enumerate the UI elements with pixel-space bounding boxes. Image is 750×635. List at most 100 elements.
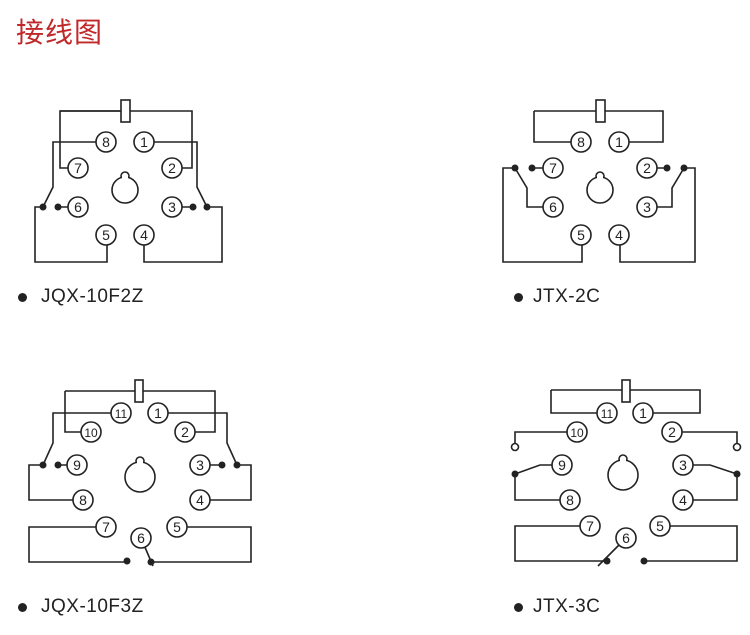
pin-circle bbox=[608, 224, 630, 246]
pin-circle bbox=[67, 157, 89, 179]
pin-number: 3 bbox=[196, 457, 204, 473]
wire bbox=[647, 167, 685, 208]
pin-number: 5 bbox=[102, 227, 110, 243]
pin-circle bbox=[174, 421, 196, 443]
pin-circle bbox=[189, 454, 211, 476]
pin-number: 4 bbox=[679, 492, 687, 508]
pin-number: 7 bbox=[74, 160, 82, 176]
pin-circle bbox=[130, 527, 152, 549]
pin-circle bbox=[542, 196, 564, 218]
pin-circle bbox=[636, 196, 658, 218]
pin-circle bbox=[636, 157, 658, 179]
pin-number: 2 bbox=[643, 160, 651, 176]
pin-circle bbox=[542, 157, 564, 179]
pin-number: 7 bbox=[102, 519, 110, 535]
key-notch-mask bbox=[137, 460, 143, 464]
contact-dot bbox=[603, 557, 611, 565]
pin-number: 1 bbox=[615, 134, 623, 150]
pin-circle bbox=[66, 454, 88, 476]
wire bbox=[151, 526, 252, 563]
pin-number: 7 bbox=[549, 160, 557, 176]
pin-circle bbox=[649, 515, 671, 537]
contact-dot bbox=[511, 470, 519, 478]
page-title: 接线图 bbox=[16, 16, 104, 49]
pin-number: 7 bbox=[586, 518, 594, 534]
pin-circle bbox=[632, 402, 654, 424]
wire bbox=[42, 141, 106, 208]
diagram-label-jtx-3c: JTX-3C bbox=[533, 596, 601, 617]
center-key-icon bbox=[124, 461, 156, 493]
wire bbox=[644, 525, 738, 562]
pin-number: 6 bbox=[137, 530, 145, 546]
coil-icon bbox=[134, 379, 144, 403]
diagram-label-jtx-2c: JTX-2C bbox=[533, 286, 601, 307]
pin-number: 11 bbox=[601, 407, 614, 421]
wire bbox=[514, 474, 570, 501]
wire bbox=[533, 111, 581, 143]
pin-number: 3 bbox=[168, 199, 176, 215]
center-key-icon bbox=[586, 176, 614, 204]
pin-circle bbox=[608, 131, 630, 153]
pin-circle bbox=[80, 421, 102, 443]
key-notch-mask bbox=[597, 175, 603, 179]
open-terminal bbox=[732, 442, 742, 452]
pin-circle bbox=[570, 131, 592, 153]
contact-dot bbox=[218, 461, 226, 469]
coil-icon bbox=[595, 99, 606, 123]
pin-circle bbox=[72, 489, 94, 511]
contact-dot bbox=[680, 164, 688, 172]
wire bbox=[683, 474, 738, 501]
bullet-icon bbox=[18, 603, 27, 612]
bullet-icon bbox=[514, 293, 523, 302]
pin-circle bbox=[133, 224, 155, 246]
contact-dot bbox=[54, 461, 62, 469]
pin-number: 5 bbox=[656, 518, 664, 534]
wire bbox=[28, 464, 83, 501]
contact-dot bbox=[233, 461, 241, 469]
pin-number: 10 bbox=[570, 426, 584, 440]
center-key-icon bbox=[111, 176, 139, 204]
pin-circle bbox=[110, 402, 132, 424]
pin-number: 1 bbox=[140, 134, 148, 150]
pin-number: 2 bbox=[168, 160, 176, 176]
diagram-label-jqx-10f3z: JQX-10F3Z bbox=[41, 596, 144, 617]
diagram-label-jqx-10f2z: JQX-10F2Z bbox=[41, 286, 144, 307]
contact-dot bbox=[189, 203, 197, 211]
contact-dot bbox=[147, 558, 155, 566]
wire bbox=[514, 167, 553, 208]
pin-number: 8 bbox=[577, 134, 585, 150]
pin-number: 4 bbox=[140, 227, 148, 243]
pin-circle bbox=[672, 454, 694, 476]
pin-circle bbox=[166, 516, 188, 538]
pin-number: 9 bbox=[73, 457, 81, 473]
pin-circle bbox=[133, 131, 155, 153]
wire bbox=[144, 141, 208, 208]
pin-number: 6 bbox=[74, 199, 82, 215]
wire bbox=[619, 167, 696, 263]
pin-circle bbox=[661, 421, 683, 443]
pin-number: 9 bbox=[558, 457, 566, 473]
pin-circle bbox=[161, 157, 183, 179]
pin-number: 1 bbox=[639, 405, 647, 421]
contact-dot bbox=[733, 470, 741, 478]
pin-number: 6 bbox=[549, 199, 557, 215]
contact-dot bbox=[123, 557, 131, 565]
wire bbox=[514, 431, 577, 443]
bullet-icon bbox=[514, 603, 523, 612]
pin-number: 6 bbox=[622, 530, 630, 546]
pin-number: 4 bbox=[615, 227, 623, 243]
contact-dot bbox=[39, 461, 47, 469]
contact-dot bbox=[528, 164, 536, 172]
pin-number: 10 bbox=[84, 426, 98, 440]
contact-dot bbox=[39, 203, 47, 211]
pin-number: 1 bbox=[154, 405, 162, 421]
pin-number: 4 bbox=[196, 492, 204, 508]
pin-circle bbox=[615, 527, 637, 549]
pin-circle bbox=[551, 454, 573, 476]
open-terminal bbox=[510, 442, 520, 452]
pin-number: 8 bbox=[566, 492, 574, 508]
contact-dot bbox=[511, 164, 519, 172]
pin-circle bbox=[95, 224, 117, 246]
